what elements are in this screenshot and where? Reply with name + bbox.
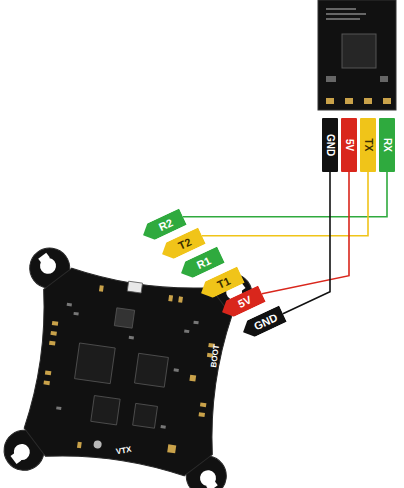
tag-label: 5V — [344, 139, 354, 151]
wire-tag: RX — [379, 118, 395, 172]
wire-tag: TX — [360, 118, 376, 172]
wire — [262, 172, 349, 294]
wire-tag: GND — [322, 118, 338, 172]
wire-tag: 5V — [341, 118, 357, 172]
tag-label: RX — [382, 138, 392, 152]
tag-label: GND — [325, 134, 335, 156]
wire — [283, 172, 330, 314]
receiver-module — [318, 0, 396, 110]
wire — [202, 172, 368, 236]
wire — [183, 172, 387, 217]
tag-label: TX — [363, 139, 373, 152]
